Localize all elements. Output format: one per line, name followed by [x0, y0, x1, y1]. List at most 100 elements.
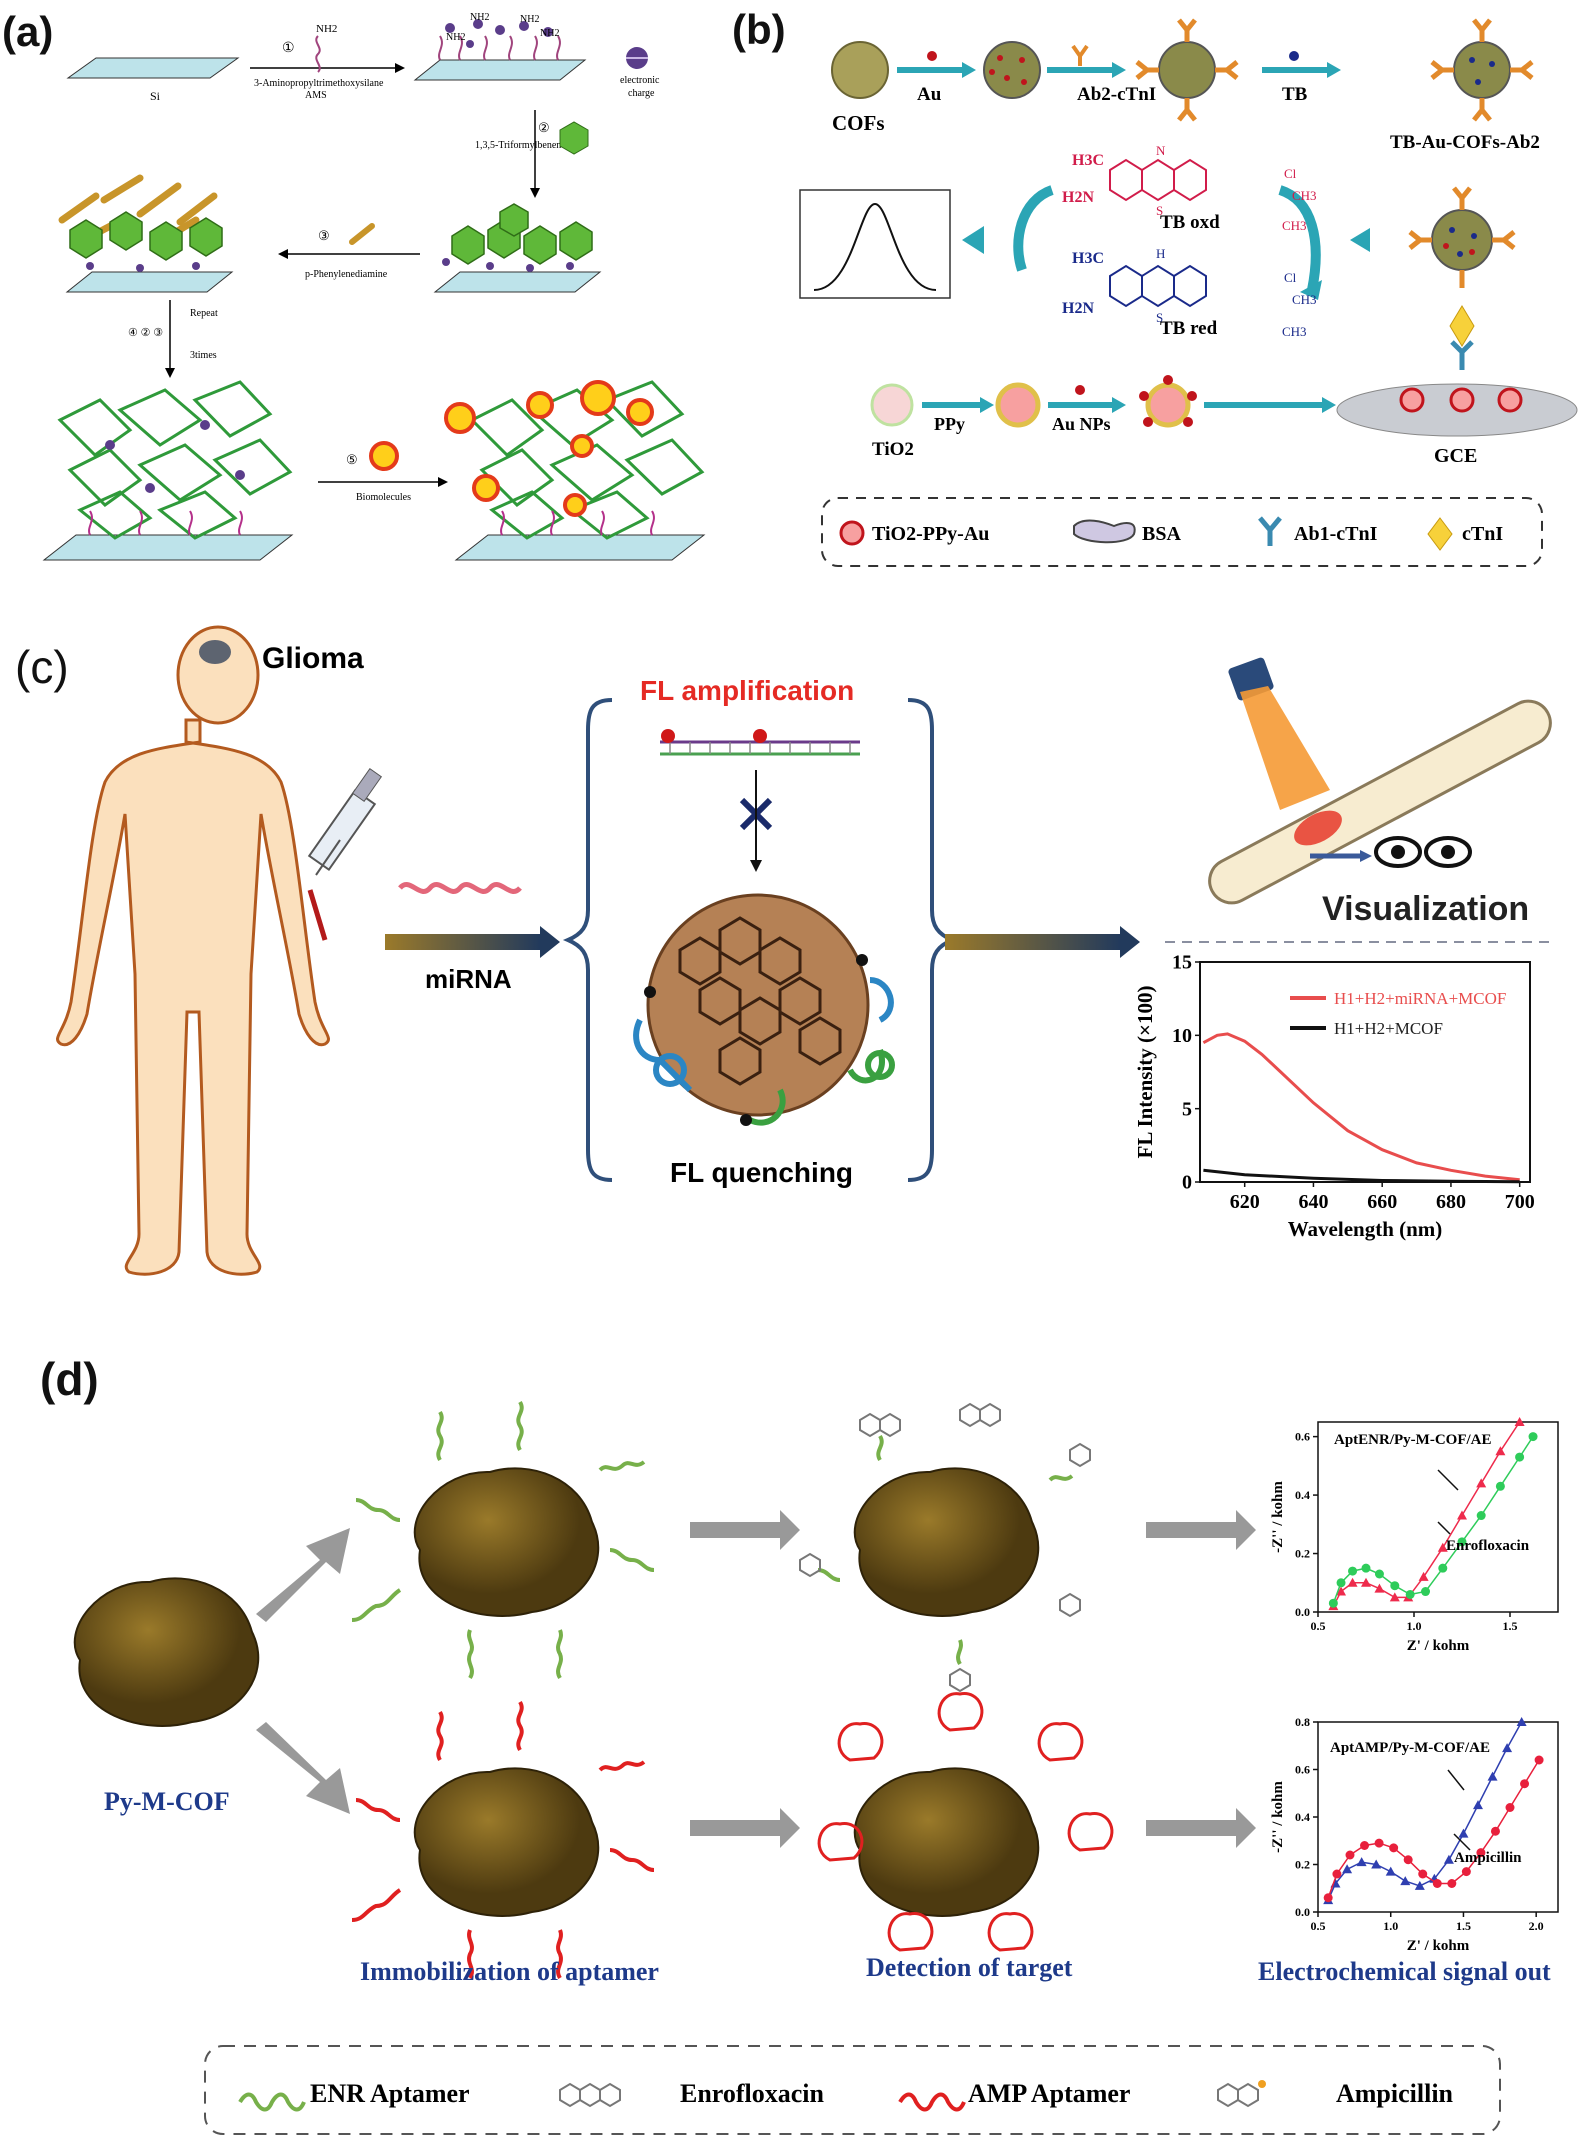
eyes-icon [1374, 836, 1472, 868]
x-tick-label: 1.5 [1503, 1619, 1518, 1633]
data-point [1457, 1537, 1467, 1547]
data-point [1490, 1826, 1500, 1836]
data-point [1361, 1563, 1371, 1573]
si-label: Si [150, 89, 161, 103]
data-point [1418, 1571, 1429, 1581]
data-point [1437, 1542, 1448, 1552]
ams-nh2: NH2 [316, 23, 337, 35]
panel-b-schematic: COFs Au Ab2-cTnI TB TB-Au-COFs-Ab2 [799, 18, 1578, 567]
x-tick-label: 1.0 [1383, 1919, 1398, 1933]
y-tick-label: 0.6 [1295, 1763, 1310, 1777]
data-point [1473, 1800, 1483, 1810]
enr-aptamer-particle [351, 1400, 655, 1680]
series-line-1 [1203, 1168, 1520, 1184]
data-point [1389, 1592, 1400, 1602]
svg-text:TB red: TB red [1160, 318, 1218, 339]
x-tick-label: 660 [1367, 1191, 1397, 1213]
data-point [1528, 1432, 1538, 1442]
svg-text:H3C: H3C [1072, 250, 1104, 267]
y-tick-label: 0.4 [1295, 1810, 1310, 1824]
panel-a: (a) Si ① NH2 3-Aminopropyltrimethoxysila… [0, 0, 760, 580]
data-point [1336, 1586, 1347, 1596]
data-point [1390, 1581, 1400, 1591]
ppd-molecule [349, 223, 375, 245]
ctni-antigen [1449, 305, 1475, 347]
annotation-ampicillin: Ampicillin [1454, 1850, 1522, 1866]
data-point [1432, 1879, 1442, 1888]
data-point [1374, 1583, 1385, 1593]
annotation-apt-amp: AptAMP/Py-M-COF/AE [1330, 1740, 1490, 1756]
panel-c-label: (c) [15, 641, 69, 693]
panel-d: (d) Py-M-COF [0, 1330, 1592, 2146]
svg-text:CH3: CH3 [1292, 188, 1317, 203]
data-point [1457, 1510, 1467, 1520]
y-tick-label: 0.0 [1295, 1905, 1310, 1919]
y-axis-label: -Z'' / kohm [1270, 1481, 1286, 1553]
cof-film-right [469, 380, 705, 540]
y-tick-label: 0.0 [1295, 1605, 1310, 1619]
svg-text:Biomolecules: Biomolecules [356, 492, 411, 503]
legend-text-1: H1+H2+MCOF [1334, 1019, 1443, 1038]
svg-text:TiO2: TiO2 [872, 439, 914, 460]
arrow-to-mcof [385, 934, 540, 950]
y-tick-label: 10 [1172, 1025, 1192, 1047]
tio2-ppy-au-particle [1145, 382, 1191, 428]
glioma-label: Glioma [262, 642, 364, 675]
peak-plot-box [799, 189, 951, 299]
data-point [1336, 1578, 1346, 1588]
charge-legend-1: electronic [620, 75, 660, 86]
svg-text:PPy: PPy [934, 414, 965, 434]
data-point [1403, 1855, 1413, 1865]
svg-text:Repeat: Repeat [190, 308, 218, 319]
data-point [1360, 1841, 1370, 1850]
arrow-up [256, 1528, 350, 1622]
panel-c-schematic: Glioma miRNA FL amplification [56, 625, 1552, 1276]
bound-biomolecules [444, 380, 654, 517]
svg-text:S: S [1156, 310, 1163, 325]
data-point [1405, 1589, 1415, 1599]
ams-molecule [315, 35, 321, 73]
annotation-arrow [1453, 1833, 1471, 1851]
panel-a-label: (a) [2, 8, 54, 55]
si-substrate [66, 57, 240, 79]
fl-quenching-label: FL quenching [670, 1157, 853, 1188]
visualization-label: Visualization [1322, 890, 1529, 928]
annotation-arrow [1447, 1769, 1465, 1791]
data-point [1332, 1869, 1342, 1879]
x-tick-label: 1.5 [1456, 1919, 1471, 1933]
cof-layer-a [58, 174, 223, 272]
data-point [1342, 1864, 1353, 1874]
py-m-cof-label: Py-M-COF [104, 1787, 230, 1816]
mirna-label: miRNA [425, 964, 512, 994]
x-axis-label: Z' / kohm [1407, 1938, 1470, 1954]
svg-text:NH2: NH2 [470, 12, 489, 23]
detection-label: Detection of target [866, 1953, 1073, 1982]
tio2-particle [870, 383, 914, 427]
vein [307, 889, 328, 941]
x-tick-label: 620 [1230, 1191, 1260, 1213]
x-axis-label: Z' / kohm [1407, 1638, 1470, 1654]
y-tick-label: 15 [1172, 952, 1192, 974]
svg-text:Au NPs: Au NPs [1052, 414, 1111, 434]
data-point [1495, 1481, 1505, 1491]
svg-text:TB: TB [1282, 84, 1308, 105]
data-point [1385, 1866, 1396, 1876]
legend-b-3: cTnI [1462, 523, 1503, 545]
light-beam [1240, 686, 1330, 810]
arrow-down [256, 1722, 350, 1814]
syringe-icon [307, 768, 383, 876]
panel-b-legend-box [821, 497, 1543, 567]
data-point [1374, 1838, 1384, 1848]
data-point [1495, 1446, 1506, 1456]
immobilization-label: Immobilization of aptamer [360, 1957, 659, 1986]
legend-b-2: Ab1-cTnI [1294, 523, 1378, 545]
svg-text:NH2: NH2 [540, 28, 559, 39]
legend-b-1: BSA [1142, 523, 1181, 545]
ab-cof [1158, 41, 1216, 99]
annotation-apt-enr: AptENR/Py-M-COF/AE [1334, 1432, 1492, 1448]
x-tick-label: 640 [1298, 1191, 1328, 1213]
data-point [1487, 1771, 1498, 1781]
annotation-enrofloxacin: Enrofloxacin [1446, 1538, 1530, 1554]
data-point [1418, 1869, 1428, 1879]
